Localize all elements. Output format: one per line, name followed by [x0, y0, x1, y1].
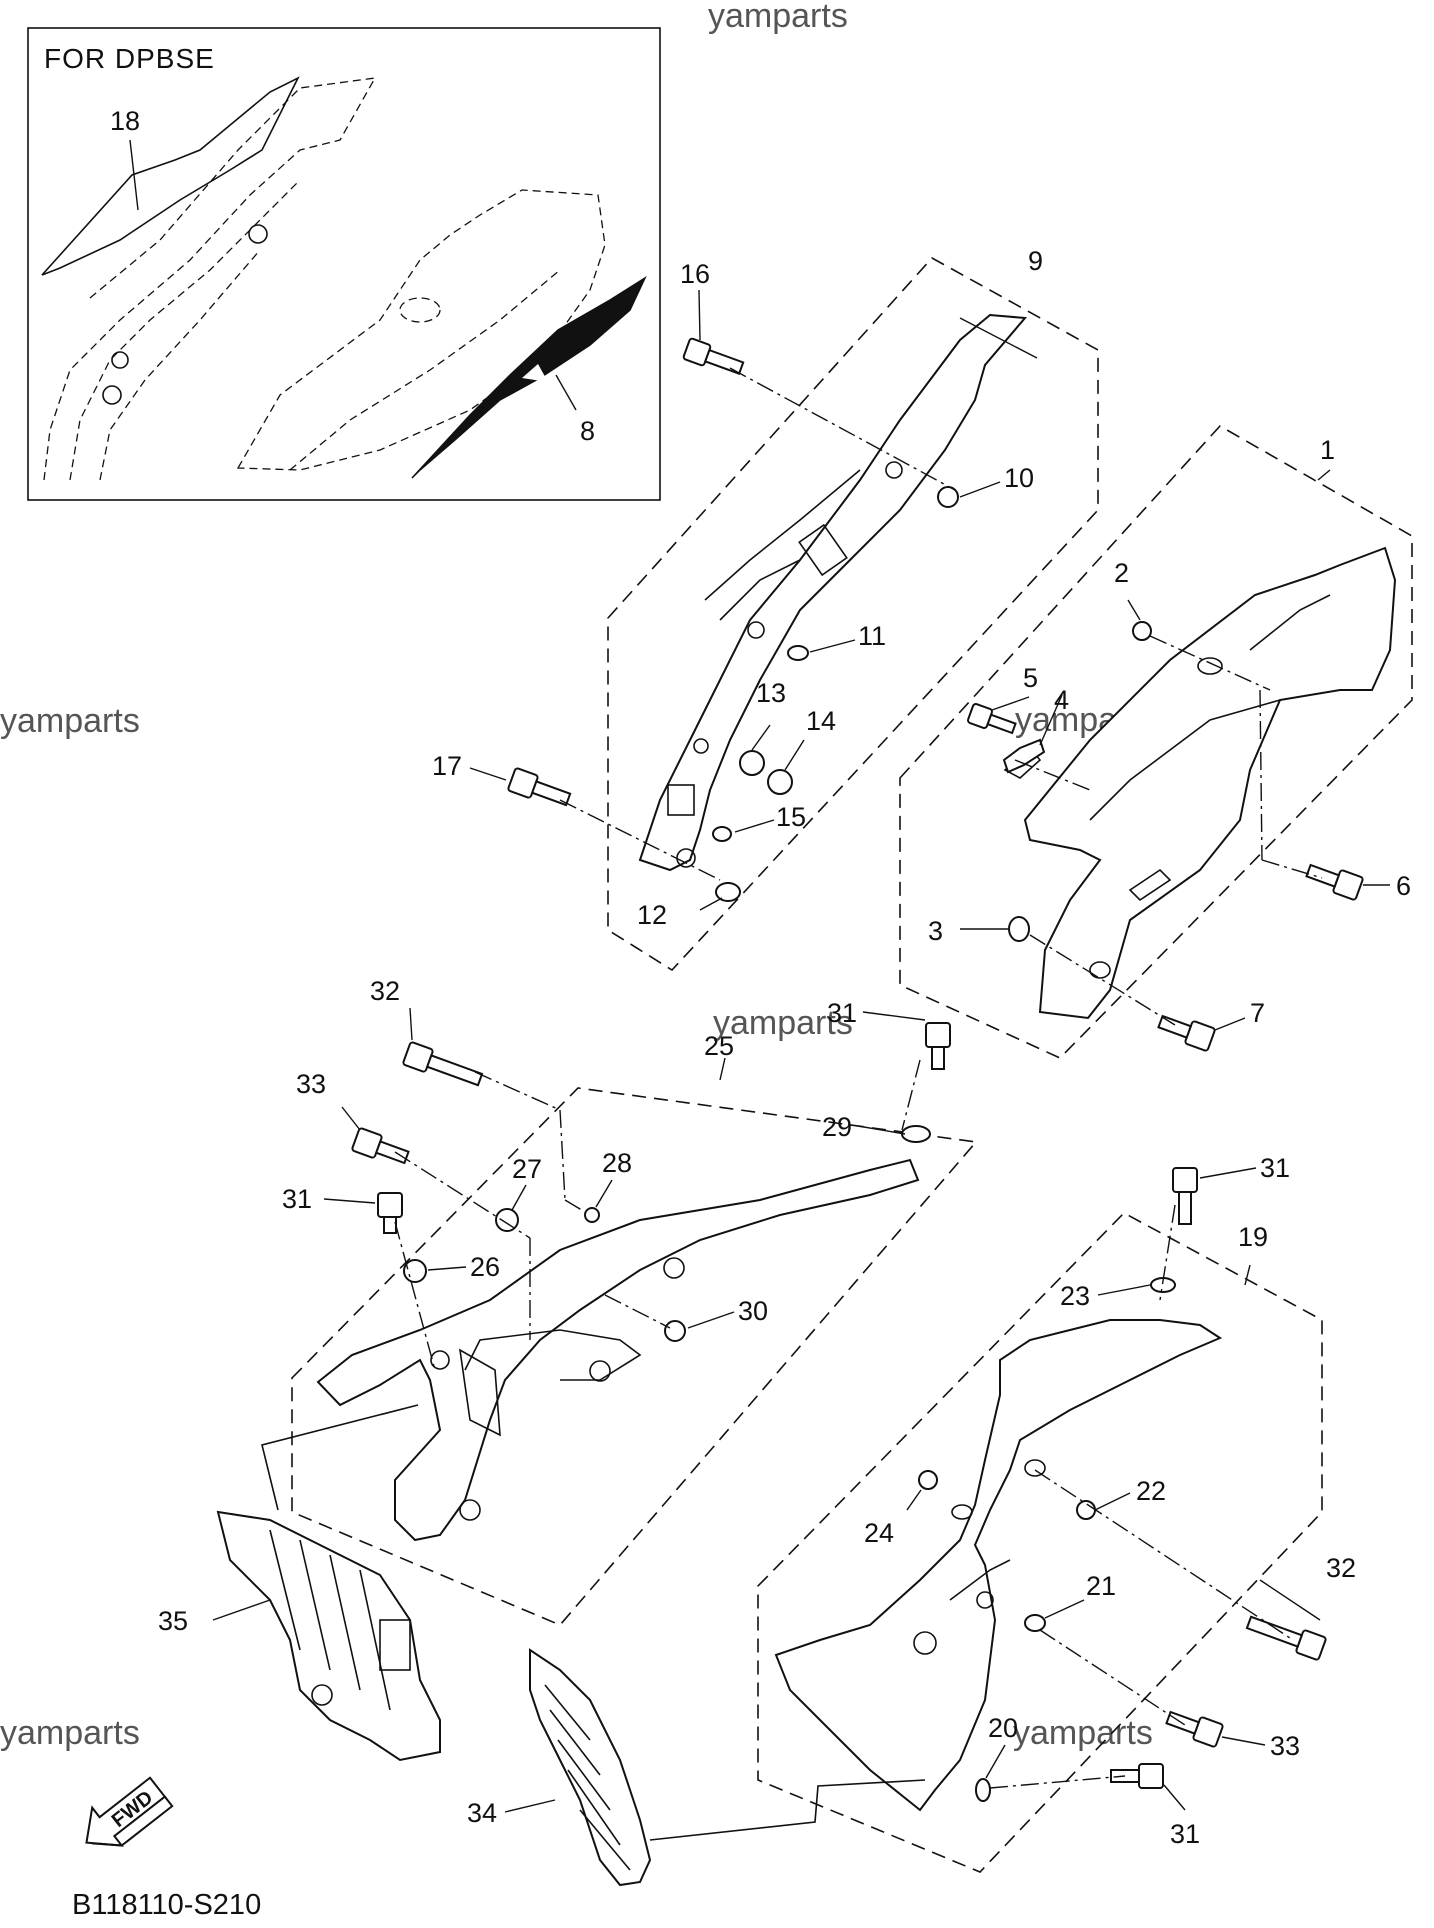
group-25-panel — [291, 1087, 978, 1626]
part-34-radiator-louver — [529, 1648, 652, 1887]
callout-labels: 1 2 3 4 5 6 7 9 10 11 12 13 14 15 16 17 … — [158, 246, 1411, 1849]
diagram-code: B118110-S210 — [72, 1889, 261, 1921]
callout-19: 19 — [1238, 1222, 1268, 1252]
callout-30: 30 — [738, 1296, 768, 1326]
callout-4: 4 — [1054, 685, 1069, 715]
callout-6: 6 — [1396, 871, 1411, 901]
decal-18-outline — [41, 76, 300, 276]
callout-24: 24 — [864, 1518, 894, 1548]
callout-18: 18 — [110, 106, 140, 136]
callout-10: 10 — [1004, 463, 1034, 493]
callout-21: 21 — [1086, 1571, 1116, 1601]
part-35-radiator-louver — [216, 1510, 441, 1762]
part-19-lower-cover — [774, 1319, 1223, 1812]
callout-34: 34 — [467, 1798, 497, 1828]
watermark: yamparts — [0, 1714, 140, 1752]
callout-28: 28 — [602, 1148, 632, 1178]
callout-29: 29 — [822, 1112, 852, 1142]
callout-31: 31 — [1260, 1153, 1290, 1183]
callout-33: 33 — [296, 1069, 326, 1099]
part-1-shroud — [1023, 546, 1397, 1020]
assembly-center-lines — [261, 367, 1323, 1841]
inset-title: FOR DPBSE — [44, 43, 215, 74]
callout-33: 33 — [1270, 1731, 1300, 1761]
callout-31: 31 — [827, 998, 857, 1028]
callout-12: 12 — [637, 900, 667, 930]
part-9-side-cover — [638, 313, 1028, 872]
callout-13: 13 — [756, 678, 786, 708]
watermark: yamparts — [713, 1004, 853, 1042]
watermark: yamparts — [708, 0, 848, 35]
fwd-arrow-icon: FWD — [85, 1776, 174, 1847]
callout-31: 31 — [282, 1184, 312, 1214]
callout-35: 35 — [158, 1606, 188, 1636]
callout-32: 32 — [1326, 1553, 1356, 1583]
callout-14: 14 — [806, 706, 836, 736]
callout-1: 1 — [1320, 435, 1335, 465]
callout-8: 8 — [580, 416, 595, 446]
callout-23: 23 — [1060, 1281, 1090, 1311]
callout-26: 26 — [470, 1252, 500, 1282]
callout-16: 16 — [680, 259, 710, 289]
fasteners — [351, 337, 1364, 1802]
part-25-frame-cover — [316, 1158, 920, 1542]
group-19-panel — [757, 1212, 1323, 1873]
callout-20: 20 — [988, 1713, 1018, 1743]
callout-9: 9 — [1028, 246, 1043, 276]
group-1-panel — [899, 424, 1413, 1059]
callout-32: 32 — [370, 976, 400, 1006]
callout-17: 17 — [432, 751, 462, 781]
callout-25: 25 — [704, 1031, 734, 1061]
group-9-panel — [607, 256, 1099, 972]
callout-2: 2 — [1114, 558, 1129, 588]
callout-31: 31 — [1170, 1819, 1200, 1849]
watermark: yamparts — [0, 702, 140, 740]
callout-3: 3 — [928, 916, 943, 946]
callout-5: 5 — [1023, 663, 1038, 693]
callout-7: 7 — [1250, 998, 1265, 1028]
watermark: yamparts — [1013, 1714, 1153, 1752]
leaders — [212, 289, 1390, 1813]
callout-15: 15 — [776, 802, 806, 832]
callout-22: 22 — [1136, 1476, 1166, 1506]
inset-dpbse: FOR DPBSE 18 8 — [27, 27, 661, 501]
callout-11: 11 — [858, 621, 886, 651]
callout-27: 27 — [512, 1154, 542, 1184]
